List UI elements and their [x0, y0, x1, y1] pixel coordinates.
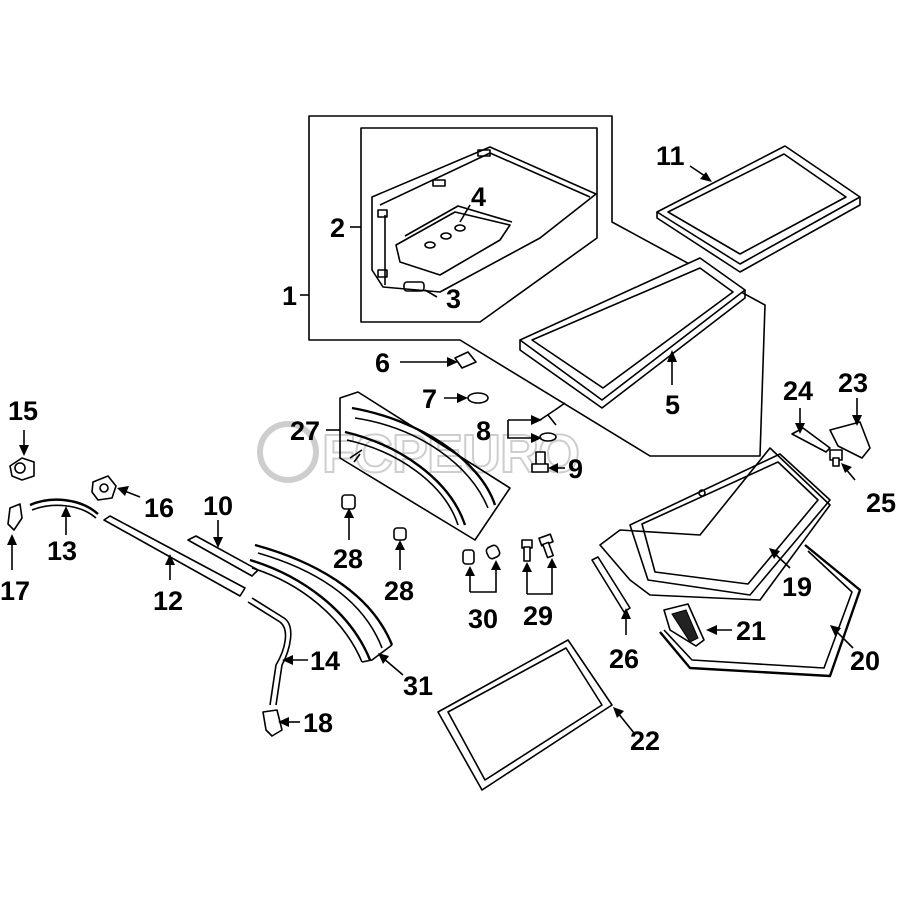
hose-part-14	[247, 597, 292, 706]
washer-part-7	[467, 392, 489, 404]
glass-panel-part	[656, 145, 861, 273]
callout-22: 22	[630, 726, 660, 756]
fitting-part-17	[7, 503, 23, 531]
bracket-part-21	[663, 603, 705, 647]
roof-panel-part	[519, 257, 746, 409]
clip-part-30	[462, 544, 501, 565]
callout-24: 24	[783, 376, 813, 406]
callout-27: 27	[290, 416, 320, 446]
callout-8: 8	[476, 416, 491, 446]
callout-25: 25	[866, 488, 896, 518]
callout-28b: 28	[384, 576, 414, 606]
callout-31: 31	[403, 671, 433, 701]
callout-5: 5	[665, 390, 680, 420]
callout-29: 29	[523, 601, 553, 631]
plug-part-28a	[341, 494, 356, 510]
callout-16: 16	[144, 493, 174, 523]
callout-13: 13	[47, 536, 77, 566]
callout-7: 7	[422, 384, 437, 414]
callout-28a: 28	[333, 544, 363, 574]
roof-assembly-frame	[308, 115, 766, 457]
clip-part-16	[91, 475, 117, 501]
leader-lines	[7, 165, 862, 734]
windshield-part	[437, 639, 613, 791]
seal-part-13-inner	[31, 504, 97, 519]
callout-23: 23	[838, 368, 868, 398]
trim-part-31	[249, 543, 394, 663]
seal-part-26	[591, 556, 631, 613]
callout-11: 11	[656, 141, 685, 171]
seal-part-20	[659, 544, 862, 678]
bracket-part-23	[829, 421, 871, 459]
callout-14: 14	[310, 646, 340, 676]
plug-part-28b	[393, 527, 407, 541]
bolt-part-25	[829, 449, 843, 467]
roof-module-part	[371, 146, 597, 293]
watermark-logo-icon	[257, 421, 319, 483]
callout-3: 3	[446, 284, 461, 314]
rear-window-part	[599, 447, 831, 601]
callout-1: 1	[282, 281, 297, 311]
callout-2: 2	[330, 213, 345, 243]
callout-12: 12	[153, 586, 183, 616]
clip-part-6	[454, 351, 477, 369]
callout-labels: 1 2 3 4 5 6 7 8 9 10 11 12 13 14 15 16 1…	[0, 141, 896, 756]
fitting-part-18	[262, 709, 283, 737]
callout-6: 6	[375, 348, 390, 378]
callout-30: 30	[468, 604, 498, 634]
callout-15: 15	[8, 396, 38, 426]
callout-18: 18	[303, 708, 333, 738]
callout-9: 9	[568, 454, 583, 484]
callout-20: 20	[850, 646, 880, 676]
callout-10: 10	[203, 491, 233, 521]
callout-4: 4	[471, 182, 486, 212]
callout-17: 17	[0, 576, 30, 606]
bolt-part-29	[521, 533, 555, 562]
strip-part-12	[103, 515, 246, 597]
bracket-part-8	[539, 402, 566, 442]
callout-19: 19	[782, 572, 812, 602]
rail-group-frame-27	[339, 391, 511, 541]
clip-part-15	[9, 457, 35, 481]
bracket-part-24	[791, 427, 831, 453]
seal-part-13	[29, 498, 99, 515]
callout-21: 21	[736, 616, 766, 646]
callout-26: 26	[609, 644, 639, 674]
